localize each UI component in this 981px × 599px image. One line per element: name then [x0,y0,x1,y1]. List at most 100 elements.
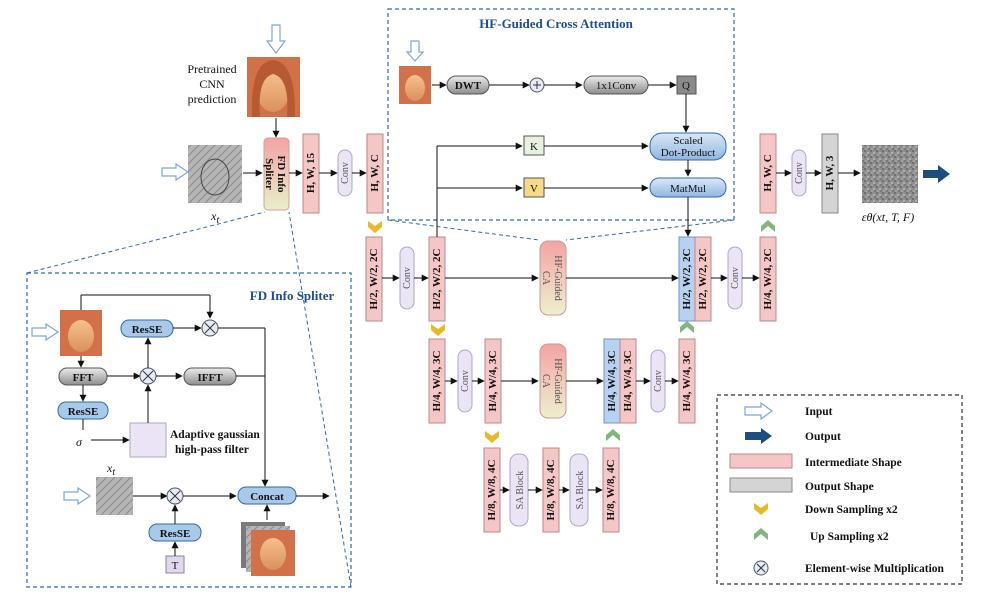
svg-text:Spliter: Spliter [263,158,275,190]
svg-text:MatMul: MatMul [670,183,706,195]
pretrained-face-image [247,57,300,117]
xt-label: xt [210,209,219,226]
legend-input-icon [744,401,774,421]
svg-text:H, W, 15: H, W, 15 [305,152,317,193]
svg-text:H/8, W/8, 4C: H/8, W/8, 4C [605,459,617,520]
svg-text:Conv: Conv [460,370,471,392]
svg-text:HF-Guided: HF-Guided [552,358,563,404]
input-arrow-icon [31,322,60,342]
svg-text:Conv: Conv [653,370,664,392]
input-arrow-icon [63,486,92,506]
svg-text:H/2, W/2, 2C: H/2, W/2, 2C [368,248,380,309]
svg-text:H/4, W/4, 3C: H/4, W/4, 3C [606,350,618,411]
legend-output: Output [805,431,841,443]
up-sampling-icon [680,321,694,333]
fd-spliter-title: FD Info Spliter [250,288,335,303]
svg-text:Adaptive gaussian: Adaptive gaussian [170,429,260,441]
svg-text:SA Block: SA Block [515,471,526,510]
legend-frame [716,394,963,585]
svg-text:1x1Conv: 1x1Conv [596,80,637,92]
svg-text:Conv: Conv [730,267,741,289]
svg-text:H/4, W/4, 3C: H/4, W/4, 3C [487,350,499,411]
hf-attention-frame [387,8,735,221]
svg-text:H/2, W/2, 2C: H/2, W/2, 2C [431,248,443,309]
svg-text:HF-Guided: HF-Guided [552,255,563,301]
output-arrow-icon [923,165,950,183]
output-noise-image [862,145,918,203]
attn-face-image [399,66,431,104]
svg-text:H/4, W/4, 3C: H/4, W/4, 3C [431,350,443,411]
pretrained-label: Pretrained CNN prediction [187,62,236,106]
legend-intermediate: Intermediate Shape [805,457,902,469]
input-arrow-icon [405,40,425,62]
fd-spliter-frame [26,272,352,588]
legend-down-icon [754,503,768,515]
sigma-label: σ [76,435,83,449]
svg-text:V: V [530,183,538,195]
stacked-output-images [241,522,295,576]
svg-text:DWT: DWT [455,80,482,92]
svg-text:Conv: Conv [340,162,351,184]
svg-text:H/2, W/2, 2C: H/2, W/2, 2C [681,248,693,309]
attn-link-right [565,219,735,241]
shape-h2w22c [365,236,383,322]
svg-text:H/4, W/4, 3C: H/4, W/4, 3C [681,350,693,411]
input-arrow-icon [265,24,287,54]
svg-text:Q: Q [682,80,690,92]
input-arrow-icon [161,162,190,182]
legend-input: Input [805,406,833,418]
fd-info-spliter-block [263,137,290,211]
svg-text:FD Info: FD Info [275,156,287,193]
fd-info-spliter-label: FD Info Spliter [263,156,287,193]
down-sampling-icon [485,431,499,443]
high-pass-filter-block [129,422,167,458]
zoom-line-right [288,211,352,588]
xt-sketch-image [188,145,242,203]
svg-text:T: T [172,560,179,572]
zoom-line-left [26,211,266,274]
output-formula: εθ(xt, T, F) [862,210,914,224]
svg-text:CA: CA [540,374,551,389]
svg-text:H, W, C: H, W, C [762,154,774,191]
svg-text:prediction: prediction [188,92,237,106]
shape-h8w84c [602,447,620,533]
legend-down: Down Sampling x2 [805,504,898,516]
legend-output-shape: Output Shape [805,481,874,493]
svg-text:Dot-Product: Dot-Product [661,147,715,159]
svg-text:H/2, W/2, 2C: H/2, W/2, 2C [697,248,709,309]
svg-text:CA: CA [540,271,551,286]
fd-xt-sketch-image [96,477,133,515]
svg-text:H/8, W/8, 4C: H/8, W/8, 4C [486,459,498,520]
shape-hwc [366,133,384,214]
up-sampling-icon [606,429,620,441]
svg-text:Concat: Concat [250,491,284,503]
svg-text:Pretrained: Pretrained [187,62,236,76]
fd-face-image [60,310,102,356]
svg-text:Conv: Conv [794,162,805,184]
svg-text:IFFT: IFFT [197,372,223,384]
up-sampling-icon [761,220,775,232]
legend-mult: Element-wise Multiplication [805,563,945,575]
svg-text:H/4, W/4, 2C: H/4, W/4, 2C [762,248,774,309]
svg-text:H, W, C: H, W, C [369,154,381,191]
svg-text:H/4, W/4, 3C: H/4, W/4, 3C [622,350,634,411]
svg-text:high-pass filter: high-pass filter [175,444,249,456]
hf-attention-title: HF-Guided Cross Attention [479,16,633,31]
xt-label: xt [106,461,115,478]
shape-h4w42c [759,236,777,322]
shape-h2w22c [694,236,712,322]
legend-intermediate-swatch [729,453,793,469]
down-sampling-icon [431,324,445,336]
down-sampling-icon [368,221,382,233]
svg-text:SA Block: SA Block [575,471,586,510]
svg-text:H, W, 3: H, W, 3 [824,155,836,190]
svg-text:ResSE: ResSE [160,528,191,540]
svg-text:K: K [530,141,538,153]
svg-text:Scaled: Scaled [673,135,703,147]
svg-text:CNN: CNN [199,77,225,91]
legend-up-icon [754,528,768,540]
svg-text:ResSE: ResSE [132,324,163,336]
legend-output-shape-swatch [729,477,793,493]
svg-text:FFT: FFT [73,372,94,384]
